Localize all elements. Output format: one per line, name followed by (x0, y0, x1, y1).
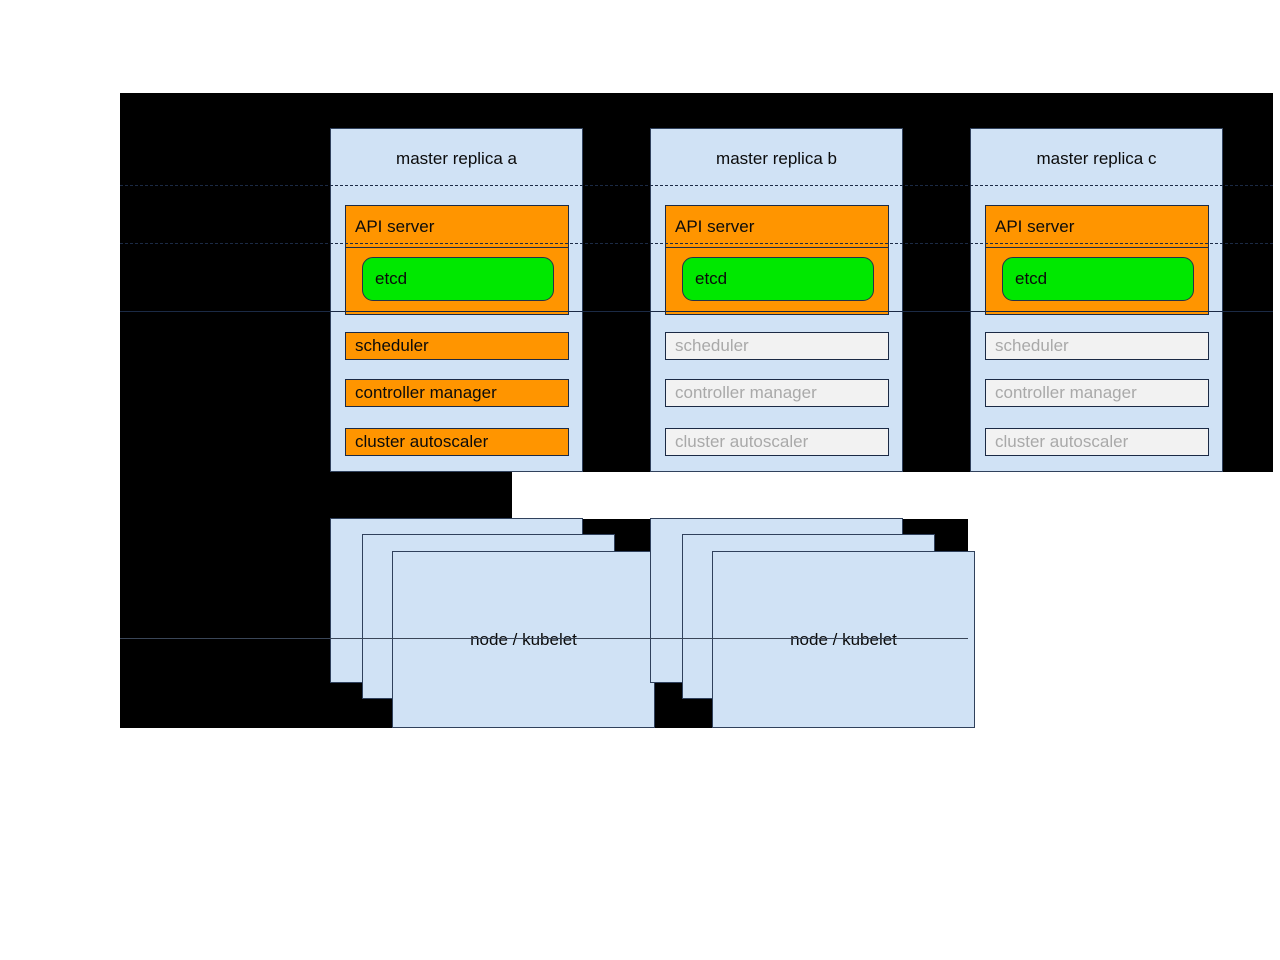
component-scheduler[interactable]: scheduler (345, 332, 569, 360)
component-controller-manager[interactable]: controller manager (345, 379, 569, 407)
etcd-container: etcd (345, 247, 569, 315)
divider-dashed-upper (120, 185, 1273, 186)
divider-solid-upper (120, 311, 1273, 312)
replica-title: master replica c (1036, 149, 1157, 168)
component-cluster-autoscaler[interactable]: cluster autoscaler (345, 428, 569, 456)
node-label: node / kubelet (790, 629, 897, 649)
etcd-box[interactable]: etcd (1002, 257, 1194, 301)
component-cluster-autoscaler[interactable]: cluster autoscaler (665, 428, 889, 456)
etcd-container: etcd (985, 247, 1209, 315)
master-replica-panel-a[interactable]: master replica a API server etcd schedul… (330, 128, 583, 472)
component-controller-manager[interactable]: controller manager (665, 379, 889, 407)
etcd-container: etcd (665, 247, 889, 315)
etcd-box[interactable]: etcd (362, 257, 554, 301)
node-card-front[interactable]: node / kubelet (712, 551, 975, 728)
component-scheduler[interactable]: scheduler (985, 332, 1209, 360)
divider-dashed-lower (120, 243, 1273, 244)
component-scheduler[interactable]: scheduler (665, 332, 889, 360)
divider-solid-lower (120, 638, 968, 639)
node-card-front[interactable]: node / kubelet (392, 551, 655, 728)
master-replica-panel-c[interactable]: master replica c API server etcd schedul… (970, 128, 1223, 472)
node-label: node / kubelet (470, 629, 577, 649)
api-server-box[interactable]: API server (665, 205, 889, 249)
replica-title: master replica a (396, 149, 517, 168)
etcd-box[interactable]: etcd (682, 257, 874, 301)
replica-title: master replica b (716, 149, 837, 168)
component-cluster-autoscaler[interactable]: cluster autoscaler (985, 428, 1209, 456)
master-replica-panel-b[interactable]: master replica b API server etcd schedul… (650, 128, 903, 472)
component-controller-manager[interactable]: controller manager (985, 379, 1209, 407)
backdrop-notch-region (120, 472, 512, 519)
